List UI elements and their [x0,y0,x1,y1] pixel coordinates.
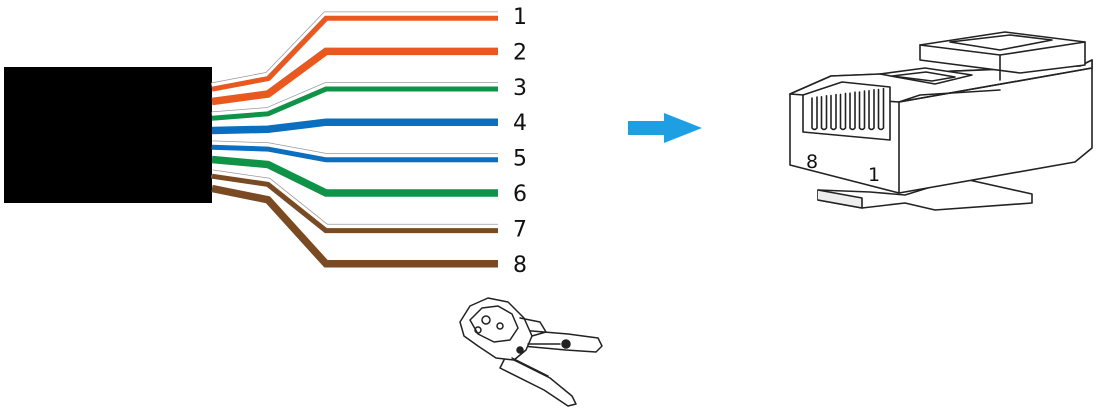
arrow-right-icon [628,113,702,143]
wire-number-1: 1 [513,5,527,30]
pin-label-8: 8 [806,151,818,173]
wire-5 [211,140,498,163]
wire-number-2: 2 [513,40,527,65]
wire-2 [211,47,498,106]
connector-pin [820,95,828,131]
wire-3 [211,82,498,121]
connector-pin [877,87,885,131]
wire-number-7: 7 [513,217,527,242]
connector-pin [868,89,875,131]
connector-pin [839,92,847,131]
wire-4 [211,118,498,135]
wire-number-6: 6 [513,182,527,207]
wire-group [211,11,498,268]
connector-pin [830,93,837,131]
connector-pin [858,90,866,131]
connector-pin [811,96,818,131]
wire-8 [211,184,498,268]
wire-7 [211,169,498,234]
crimping-tool-icon [459,297,603,407]
cable-jacket [4,67,212,203]
wire-number-8: 8 [513,253,527,278]
wire-6 [211,155,498,197]
connector-pin [849,91,856,131]
rj45-connector-icon [789,31,1093,211]
wire-number-5: 5 [513,147,527,172]
pin-label-1: 1 [868,164,880,186]
wire-1 [211,11,498,92]
wire-number-3: 3 [513,76,527,101]
wire-number-4: 4 [513,111,527,136]
